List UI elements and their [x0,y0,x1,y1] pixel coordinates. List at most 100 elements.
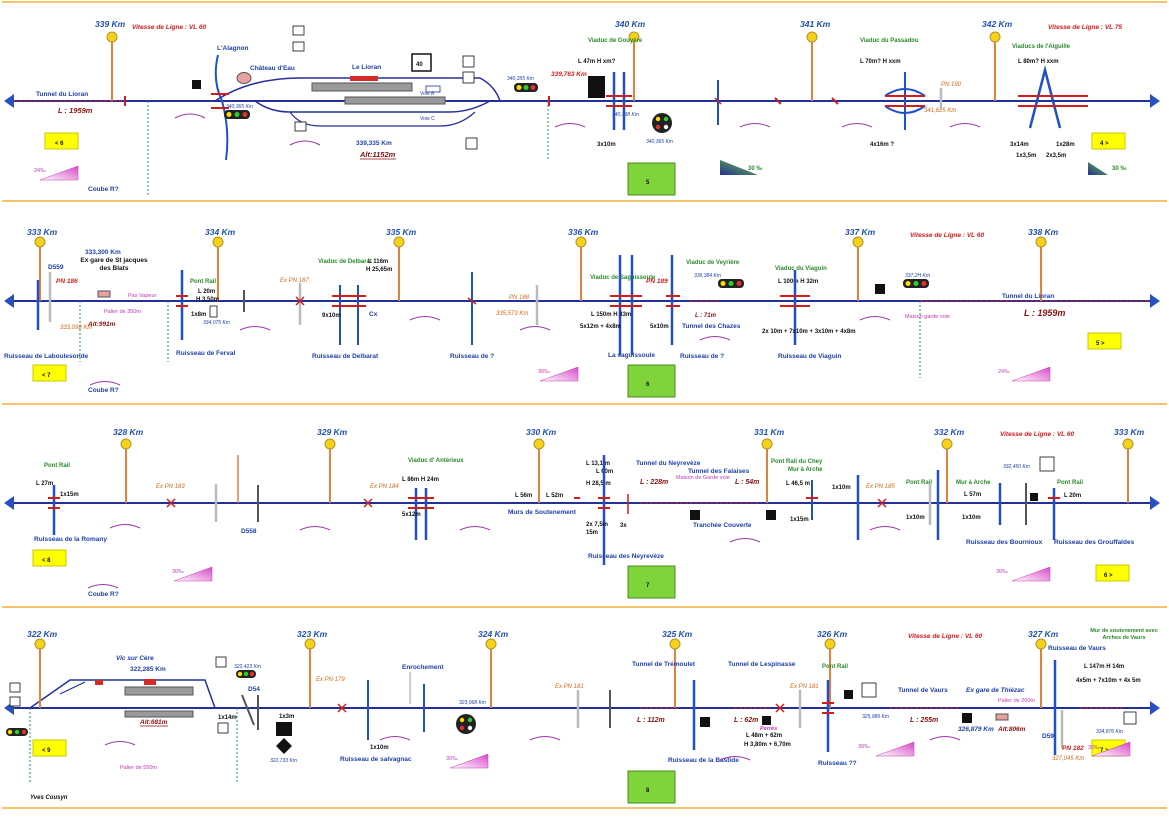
svg-text:L 48m + 62m: L 48m + 62m [746,733,782,739]
svg-text:2x 7,5m: 2x 7,5m [586,522,608,528]
svg-text:1x10m: 1x10m [370,745,389,751]
svg-text:Voie A: Voie A [420,91,435,97]
svg-text:1x28m: 1x28m [1056,142,1075,148]
speed-limit-label: Vitesse de Ligne : VL 60 [1000,431,1074,438]
svg-text:Ruisseau des Grouffaldes: Ruisseau des Grouffaldes [1054,539,1135,546]
svg-text:337,2H Km: 337,2H Km [905,273,930,279]
km-post: 336 Km [568,227,599,301]
svg-text:L : 1959m: L : 1959m [1024,308,1065,318]
svg-text:337 Km: 337 Km [845,227,876,237]
svg-text:L 52m: L 52m [546,493,563,499]
nav-previous-button[interactable]: < 8 [32,549,67,567]
svg-text:334,876 Km: 334,876 Km [1096,729,1123,735]
author-credit: Yves Cousyn [30,795,68,801]
svg-text:333 Km: 333 Km [27,227,58,237]
svg-text:L 150m H 33m: L 150m H 33m [591,312,631,318]
svg-text:30‰: 30‰ [538,369,550,375]
svg-text:Ruisseau de Laboulesonde: Ruisseau de Laboulesonde [4,353,89,360]
svg-text:Ruisseau de ?: Ruisseau de ? [680,353,724,360]
nav-next-button[interactable]: 5 > [1087,332,1122,350]
nav-previous-button[interactable]: < 6 [44,132,79,150]
svg-text:L 13,1 m: L 13,1 m [586,461,610,467]
svg-text:2x 10m + 7x10m + 3x10m + 4x8m: 2x 10m + 7x10m + 3x10m + 4x8m [762,329,856,335]
svg-text:Pas Vapeur: Pas Vapeur [128,293,157,299]
sheet-number-box: 5 [627,162,676,196]
svg-text:Ex PN 179: Ex PN 179 [316,677,345,683]
svg-text:6 >: 6 > [1104,573,1113,579]
svg-text:H 3,50m: H 3,50m [196,297,219,303]
arrow-right-icon[interactable] [1150,294,1160,308]
nav-previous-button[interactable]: < 7 [32,364,67,382]
nav-previous-button[interactable]: < 9 [32,739,67,757]
tunnel-length: L : 1959m [58,106,93,115]
gradient-icon [173,566,213,582]
km-post: 324 Km [478,629,509,708]
svg-text:30‰: 30‰ [1088,745,1100,751]
nav-next-button[interactable]: 6 > [1095,564,1130,582]
svg-text:L 46,5 m: L 46,5 m [786,481,810,487]
svg-text:1x8m: 1x8m [191,312,206,318]
svg-text:Ruisseau de Ferval: Ruisseau de Ferval [176,350,235,357]
svg-text:Tunnel de Lespinasse: Tunnel de Lespinasse [728,661,796,668]
svg-text:< 9: < 9 [42,748,51,754]
svg-text:24‰: 24‰ [998,369,1010,375]
svg-text:Château d'Eau: Château d'Eau [250,65,295,72]
svg-text:325 Km: 325 Km [662,629,693,639]
svg-text:5 >: 5 > [1096,341,1105,347]
station-platform [124,686,194,696]
arrow-left-icon[interactable] [4,496,14,510]
svg-text:334,075 Km: 334,075 Km [203,320,230,326]
svg-text:335,573 Km: 335,573 Km [496,311,528,317]
svg-text:30‰: 30‰ [858,744,870,750]
svg-text:Ex PN 184: Ex PN 184 [370,484,399,490]
svg-text:L 147m H 14m: L 147m H 14m [1084,664,1124,670]
svg-text:4x16m ?: 4x16m ? [870,142,894,148]
svg-text:L : 62m: L : 62m [734,717,758,724]
svg-text:L : 112m: L : 112m [637,717,665,724]
svg-text:322,285 Km: 322,285 Km [130,666,166,673]
svg-text:338 Km: 338 Km [1028,227,1059,237]
arrow-left-icon[interactable] [4,294,14,308]
svg-text:Pont Rail: Pont Rail [190,279,216,285]
svg-text:Tunnel du Lioran: Tunnel du Lioran [1002,293,1054,300]
svg-text:Viaduc d' Antérieux: Viaduc d' Antérieux [408,458,464,464]
svg-text:Ruisseau ??: Ruisseau ?? [818,760,857,767]
sheet-number-box: 7 [627,565,676,599]
svg-text:Tunnel du Neyrevèze: Tunnel du Neyrevèze [636,460,701,467]
arrow-right-icon[interactable] [1150,496,1160,510]
svg-text:D559: D559 [48,264,64,271]
svg-text:L 86m H 24m: L 86m H 24m [402,477,439,483]
svg-text:Palier de 350m: Palier de 350m [104,309,141,315]
svg-text:328 Km: 328 Km [113,427,144,437]
signal-wheel-icon [456,714,476,734]
svg-text:Perrés: Perrés [760,726,777,732]
svg-text:30‰: 30‰ [996,569,1008,575]
svg-text:Coube R?: Coube R? [88,591,119,598]
gradient-icon [539,366,579,382]
nav-next-button[interactable]: 4 > [1091,132,1126,150]
svg-text:332,450 Km: 332,450 Km [1003,464,1030,470]
arrow-right-icon[interactable] [1150,94,1160,108]
gradient-icon [1011,366,1051,382]
speed-limit-label: Vitesse de Ligne : VL 60 [908,633,982,640]
km-post: 330 Km [526,427,557,503]
svg-text:Pont Rail du Chey: Pont Rail du Chey [771,459,823,465]
svg-text:341,625 Km: 341,625 Km [924,108,956,114]
svg-text:Alt:681m: Alt:681m [139,719,168,726]
svg-text:PN 189: PN 189 [646,278,668,285]
km-post: 334 Km [205,227,236,301]
arrow-left-icon[interactable] [4,94,14,108]
svg-text:6: 6 [646,382,650,388]
svg-text:3x: 3x [620,523,627,529]
svg-text:1x15m: 1x15m [790,517,809,523]
svg-text:Murs de Soutenement: Murs de Soutenement [508,509,577,516]
svg-text:L 27m: L 27m [36,481,53,487]
svg-text:323,968 Km: 323,968 Km [459,700,486,706]
svg-text:327,045 Km: 327,045 Km [1052,756,1084,762]
arrow-right-icon[interactable] [1150,701,1160,715]
svg-text:Enrochement: Enrochement [402,664,444,671]
sheet-dividers [2,1,1167,809]
svg-text:327 Km: 327 Km [1028,629,1059,639]
svg-text:1x10m: 1x10m [832,485,851,491]
